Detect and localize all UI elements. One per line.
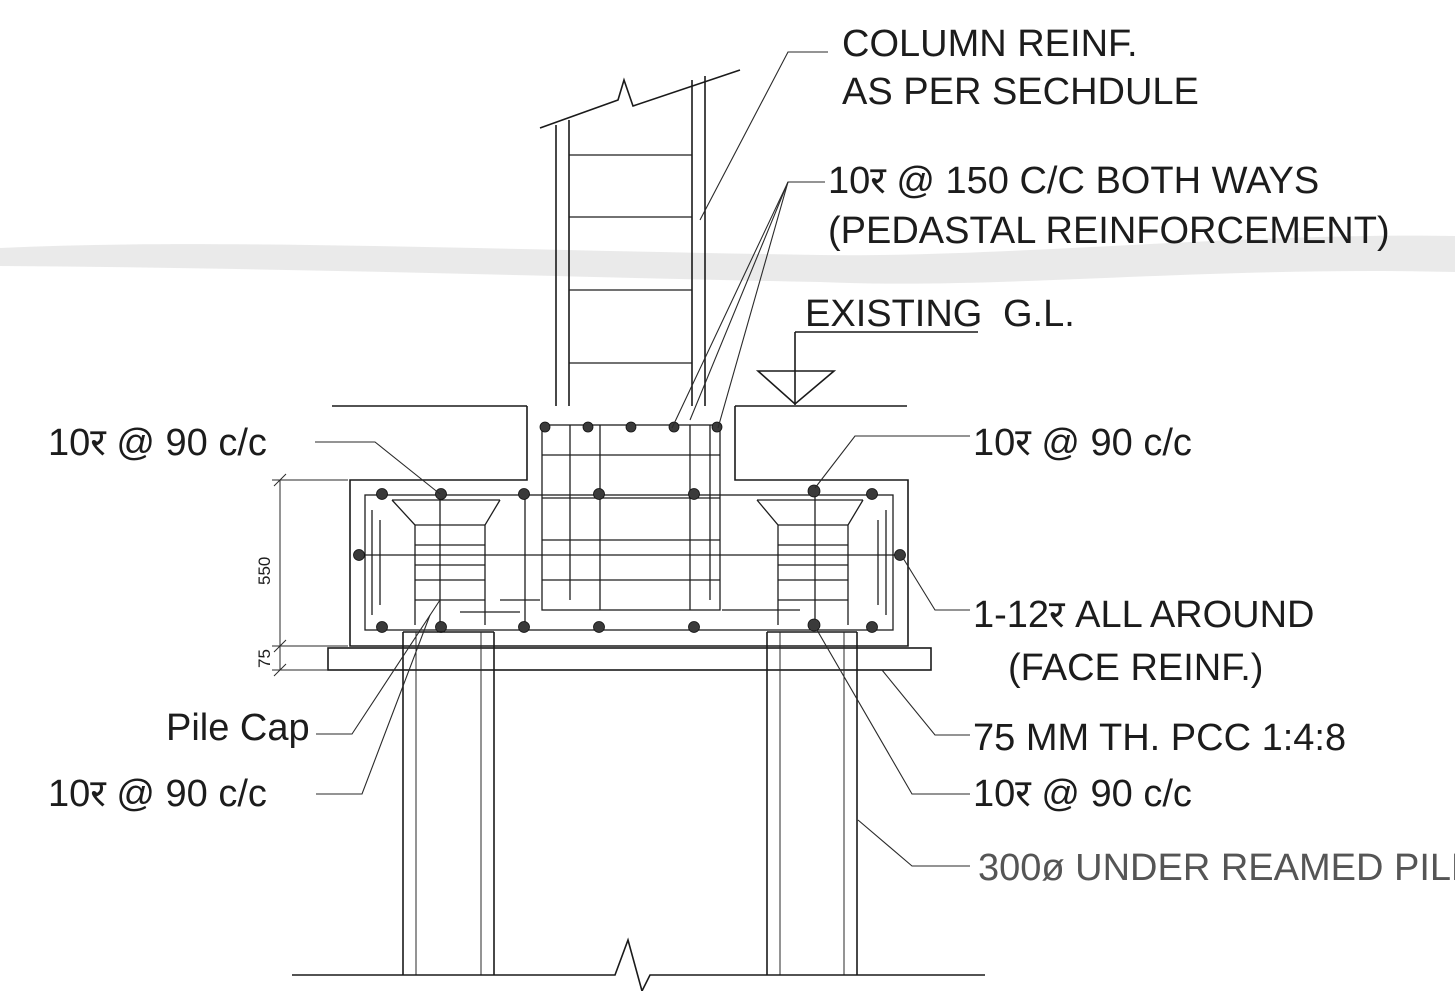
- label-existing: EXISTING: [805, 293, 982, 335]
- dimension-550: 550: [255, 557, 274, 585]
- pedestal-reinforcement: [500, 424, 800, 611]
- pile-cap-reinforcement: [360, 494, 900, 631]
- pcc-bed: [327, 647, 932, 671]
- label-left-top-bar: 10र @ 90 c/c: [48, 422, 267, 464]
- left-pile: [402, 631, 495, 975]
- ground-level-marker: [755, 331, 978, 406]
- left-pile-head: [391, 499, 501, 625]
- scan-smudge: [0, 235, 1455, 284]
- label-column-reinf-line2: AS PER SECHDULE: [842, 71, 1199, 113]
- column: [539, 69, 741, 406]
- label-gl: G.L.: [1003, 293, 1075, 335]
- dimension-75: 75: [255, 649, 274, 668]
- label-right-top-bar: 10र @ 90 c/c: [973, 422, 1192, 464]
- label-pedestal-line1: 10र @ 150 C/C BOTH WAYS: [828, 160, 1319, 202]
- label-pedestal-line2: (PEDASTAL REINFORCEMENT): [828, 210, 1390, 252]
- label-pile-cap: Pile Cap: [166, 707, 310, 749]
- label-left-bottom-bar: 10र @ 90 c/c: [48, 773, 267, 815]
- right-pile: [766, 631, 858, 975]
- rebar-dots: [353, 421, 906, 633]
- pedestal-outline: [349, 406, 909, 647]
- label-right-bottom-bar: 10र @ 90 c/c: [973, 773, 1192, 815]
- bottom-break-line: [292, 937, 985, 991]
- right-pile-head: [756, 499, 864, 625]
- label-column-reinf-line1: COLUMN REINF.: [842, 23, 1138, 65]
- label-face-reinf-line1: 1-12र ALL AROUND: [973, 594, 1315, 636]
- label-pile: 300ø UNDER REAMED PILE: [978, 847, 1455, 889]
- label-face-reinf-line2: (FACE REINF.): [1008, 647, 1263, 689]
- dimension-lines: [272, 473, 348, 677]
- label-pcc: 75 MM TH. PCC 1:4:8: [973, 717, 1346, 759]
- leader-lines: [315, 51, 970, 867]
